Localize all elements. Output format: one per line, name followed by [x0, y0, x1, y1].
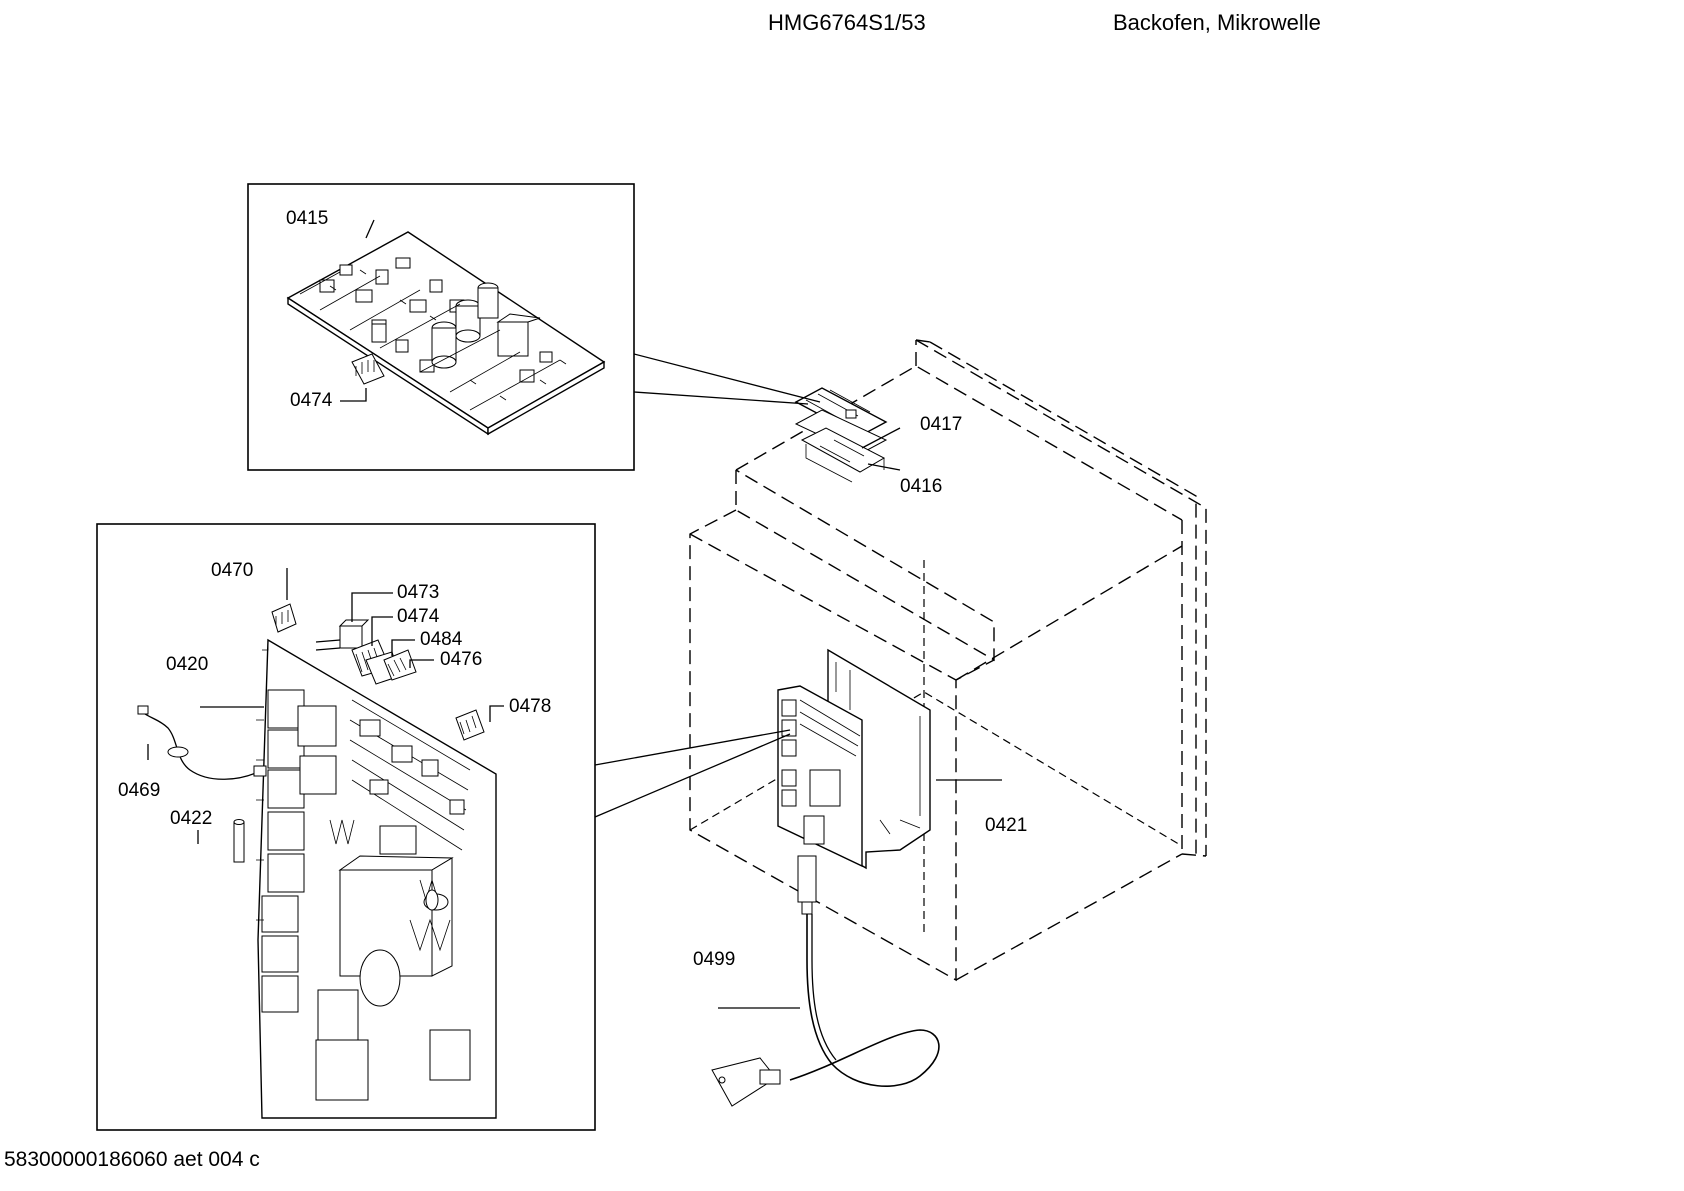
leader-0476 [409, 659, 434, 668]
part-label-0473: 0473 [397, 582, 439, 603]
part-label-0417: 0417 [920, 414, 962, 435]
leader-0474a [340, 388, 367, 402]
connector-0476[interactable] [383, 649, 417, 681]
part-label-0469: 0469 [118, 780, 160, 801]
callout-line-lower-b [594, 733, 791, 818]
holder-0416[interactable] [800, 427, 886, 483]
connector-0478[interactable] [455, 709, 485, 741]
part-label-0420: 0420 [166, 654, 208, 675]
connector-0474[interactable] [351, 353, 385, 385]
leader-0478 [489, 705, 504, 722]
part-label-0415: 0415 [286, 208, 328, 229]
mains-cable-0499[interactable] [711, 855, 940, 1107]
leader-0473 [351, 592, 393, 622]
part-label-0478: 0478 [509, 696, 551, 717]
document-code: 58300000186060 aet 004 c [4, 1148, 260, 1171]
power-board-0420[interactable] [256, 638, 497, 1119]
fuse-0422[interactable] [233, 819, 245, 863]
part-label-0484: 0484 [420, 629, 463, 650]
leader-0416 [867, 463, 901, 471]
part-label-0474: 0474 [290, 390, 333, 411]
control-board-0415[interactable] [286, 231, 606, 436]
connector-0473[interactable] [315, 619, 370, 651]
leader-0474b [371, 616, 393, 646]
inset-box-lower: 0470 0473 0474 0484 0476 0420 0478 0469 … [96, 523, 596, 1131]
appliance-description: Backofen, Mikrowelle [1113, 10, 1321, 35]
part-label-0499: 0499 [693, 949, 735, 970]
connector-0470[interactable] [271, 603, 297, 633]
part-label-0421: 0421 [985, 815, 1027, 836]
model-number: HMG6764S1/53 [768, 10, 926, 35]
leader-0415 [365, 219, 375, 239]
part-label-0470: 0470 [211, 560, 253, 581]
part-label-0422: 0422 [170, 808, 212, 829]
part-label-0476: 0476 [440, 649, 482, 670]
leader-0484 [391, 639, 415, 656]
part-label-0474-lower: 0474 [397, 606, 440, 627]
callout-line-upper-b [633, 391, 809, 405]
leader-0417 [861, 427, 901, 449]
power-board-mounted[interactable] [777, 685, 863, 868]
callout-line-upper-a [633, 353, 821, 403]
oven-housing [689, 339, 1207, 982]
callout-line-lower-a [594, 729, 791, 766]
inset-box-upper: 0415 0474 [247, 183, 635, 471]
part-label-0416: 0416 [900, 476, 942, 497]
cable-0469[interactable] [137, 705, 267, 780]
